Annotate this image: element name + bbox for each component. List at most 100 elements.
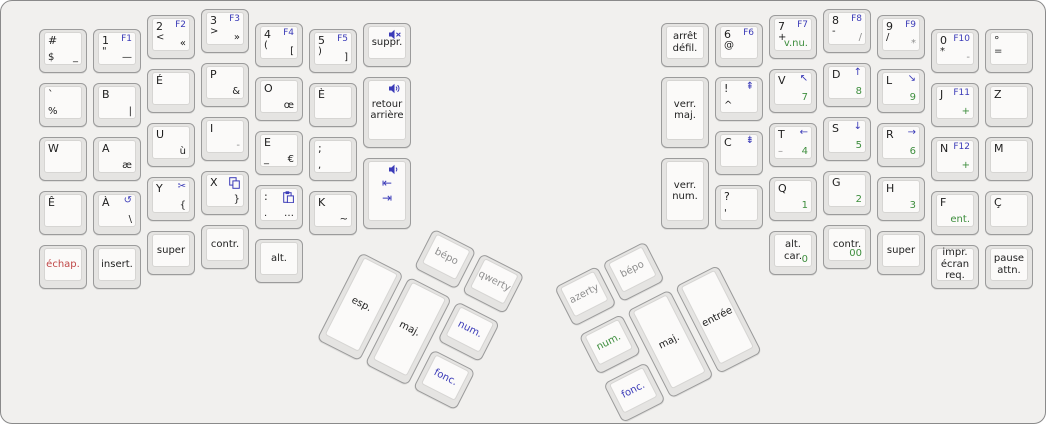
key-super-left[interactable]: super (147, 231, 195, 275)
key-dollar-tl-label: # (48, 34, 58, 47)
key-colon[interactable]: :.… (255, 185, 303, 229)
key-dollar[interactable]: #$_ (39, 29, 87, 73)
key-layer-fn-left[interactable]: fonc. (412, 349, 476, 411)
key-e-grave[interactable]: È (309, 83, 357, 127)
key-e-tl-label: E (264, 136, 271, 149)
key-altgr-br-label: 0 (801, 254, 808, 265)
paste-icon (283, 191, 294, 203)
key-i-br-label: - (236, 140, 240, 151)
key-degree-equals-cap: °= (990, 32, 1028, 65)
key-layer-num-right-cap: num. (584, 318, 634, 366)
key-delete[interactable]: suppr. (363, 23, 411, 67)
key-shift-right-label-line: maj. (656, 331, 682, 352)
key-print-screen-label-line: écran (940, 258, 970, 270)
key-k-tl-label: K (318, 196, 326, 209)
key-s[interactable]: S↓5 (823, 117, 871, 161)
key-k[interactable]: K~ (309, 191, 357, 235)
key-r[interactable]: R→6 (877, 123, 925, 167)
key-a-grave[interactable]: À↺\ (93, 191, 141, 235)
key-layer-num-left[interactable]: num. (437, 301, 501, 363)
key-d[interactable]: D↑8 (823, 63, 871, 107)
key-d-cap: D↑8 (828, 66, 866, 99)
key-semicolon[interactable]: ;, (309, 137, 357, 181)
key-w[interactable]: W (39, 137, 87, 181)
key-layer-qwerty[interactable]: qwerty (461, 253, 525, 315)
key-a-grave-br-label: \ (128, 214, 132, 225)
key-escape[interactable]: échap. (39, 245, 87, 289)
key-j-br-label: + (961, 106, 970, 117)
key-g-tl-label: G (832, 176, 841, 189)
key-layer-bepo-right[interactable]: bépo (602, 241, 665, 303)
key-e-acute[interactable]: É (147, 69, 195, 113)
key-question[interactable]: ?' (715, 185, 763, 229)
key-super-left-label-line: super (156, 244, 186, 256)
key-num-lock[interactable]: verr.num. (661, 158, 709, 229)
key-num-lock-label-line: num. (672, 191, 698, 202)
key-r-br-label: 6 (909, 146, 916, 157)
key-dollar-br-label: _ (73, 52, 78, 63)
key-e[interactable]: E_€ (255, 131, 303, 175)
key-t[interactable]: T←–4 (769, 123, 817, 167)
key-alt-left[interactable]: alt. (255, 239, 303, 283)
key-l[interactable]: L↘9 (877, 69, 925, 113)
key-y-br-label: { (179, 200, 186, 211)
key-semicolon-bl-label: , (318, 160, 322, 171)
key-layer-num-right-label: num. (586, 320, 632, 364)
key-x[interactable]: X} (201, 171, 249, 215)
key-c[interactable]: C⇟ (715, 131, 763, 175)
key-3-ml-label: > (210, 26, 219, 37)
key-altgr-label: alt.car. (775, 235, 811, 266)
key-e-grave-tl-label: È (318, 88, 325, 101)
key-b[interactable]: B| (93, 83, 141, 127)
key-7-tr-label: F7 (797, 20, 808, 30)
key-grave-percent[interactable]: `% (39, 83, 87, 127)
key-super-right[interactable]: super (877, 231, 925, 275)
key-v[interactable]: V↖7 (769, 69, 817, 113)
key-1-tl-label: 1 (102, 34, 109, 47)
key-y[interactable]: Y✂{ (147, 177, 195, 221)
key-c-cedilla[interactable]: Ç (985, 191, 1033, 235)
key-exclamation[interactable]: !⇞^ (715, 77, 763, 121)
key-a-grave-cap: À↺\ (98, 194, 136, 227)
key-tab[interactable]: ⇤⇥ (363, 158, 411, 229)
key-p[interactable]: P& (201, 63, 249, 107)
key-e-circumflex[interactable]: Ê (39, 191, 87, 235)
key-caps-lock[interactable]: verr.maj. (661, 77, 709, 148)
key-i[interactable]: I- (201, 117, 249, 161)
key-e-circumflex-tl-label: Ê (48, 196, 55, 209)
key-8-ml-label: - (832, 26, 836, 37)
key-z[interactable]: Z (985, 83, 1033, 127)
key-degree-equals[interactable]: °= (985, 29, 1033, 73)
key-m[interactable]: M (985, 137, 1033, 181)
key-e-grave-cap: È (314, 86, 352, 119)
key-ctrl-left[interactable]: contr. (201, 225, 249, 269)
key-insert[interactable]: insert. (93, 245, 141, 289)
